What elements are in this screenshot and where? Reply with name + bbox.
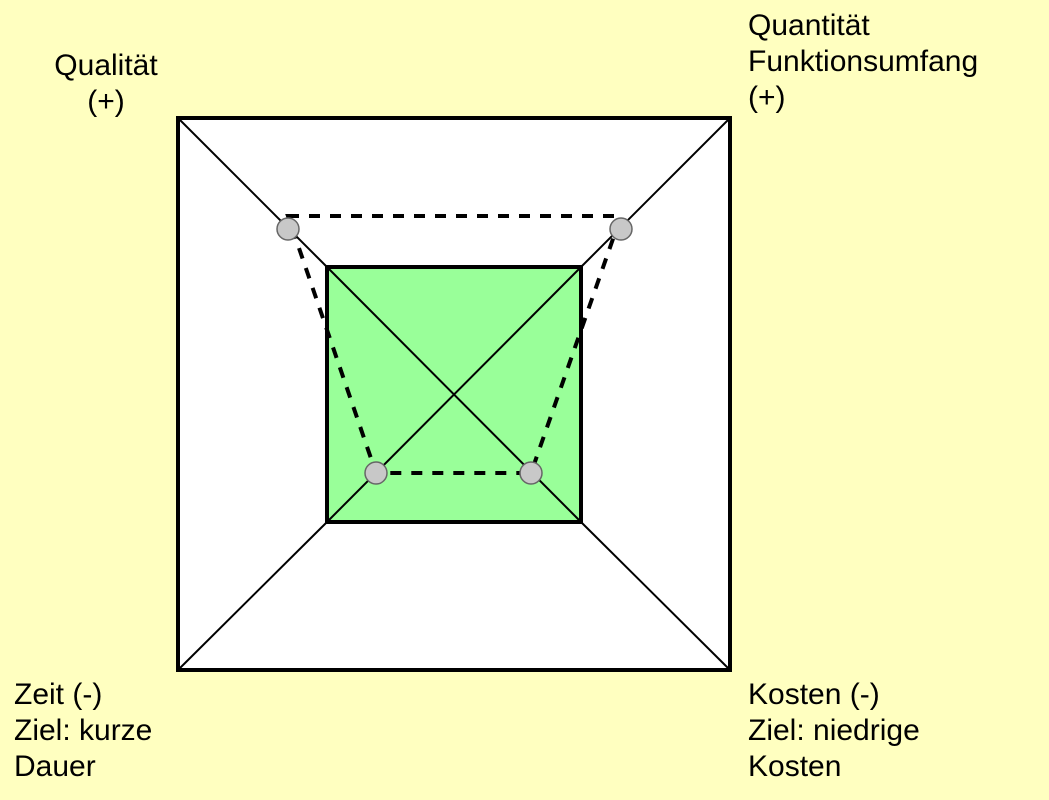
label-cost-goal: Ziel: niedrige — [748, 714, 920, 747]
point-time — [364, 461, 388, 485]
point-quantity — [609, 217, 633, 241]
dashed-quadrilateral — [285, 214, 624, 475]
label-cost-goal-cont: Kosten — [748, 750, 842, 783]
label-cost-title: Kosten (-) — [748, 678, 880, 711]
diagonal-bottom-right — [580, 521, 731, 671]
label-quantity-subtitle: Funktionsumfang — [748, 45, 979, 78]
label-quality-sign: (+) — [87, 85, 125, 118]
label-time: Zeit (-) Ziel: kurze Dauer — [14, 677, 152, 785]
diagonal-top-left — [177, 117, 328, 268]
label-time-goal: Ziel: kurze — [14, 714, 153, 747]
label-quality: Qualität (+) — [36, 48, 176, 120]
label-cost: Kosten (-) Ziel: niedrige Kosten — [748, 677, 920, 785]
diagonal-top-right — [580, 117, 731, 268]
label-quantity-sign: (+) — [748, 81, 786, 114]
label-time-title: Zeit (-) — [14, 678, 103, 711]
label-time-goal-cont: Dauer — [14, 750, 96, 783]
diagonal-bottom-left — [177, 521, 328, 671]
label-quality-title: Qualität — [54, 49, 158, 82]
label-quantity: Quantität Funktionsumfang (+) — [748, 8, 978, 116]
label-quantity-title: Quantität — [748, 9, 870, 42]
point-quality — [276, 217, 300, 241]
point-cost — [519, 461, 543, 485]
